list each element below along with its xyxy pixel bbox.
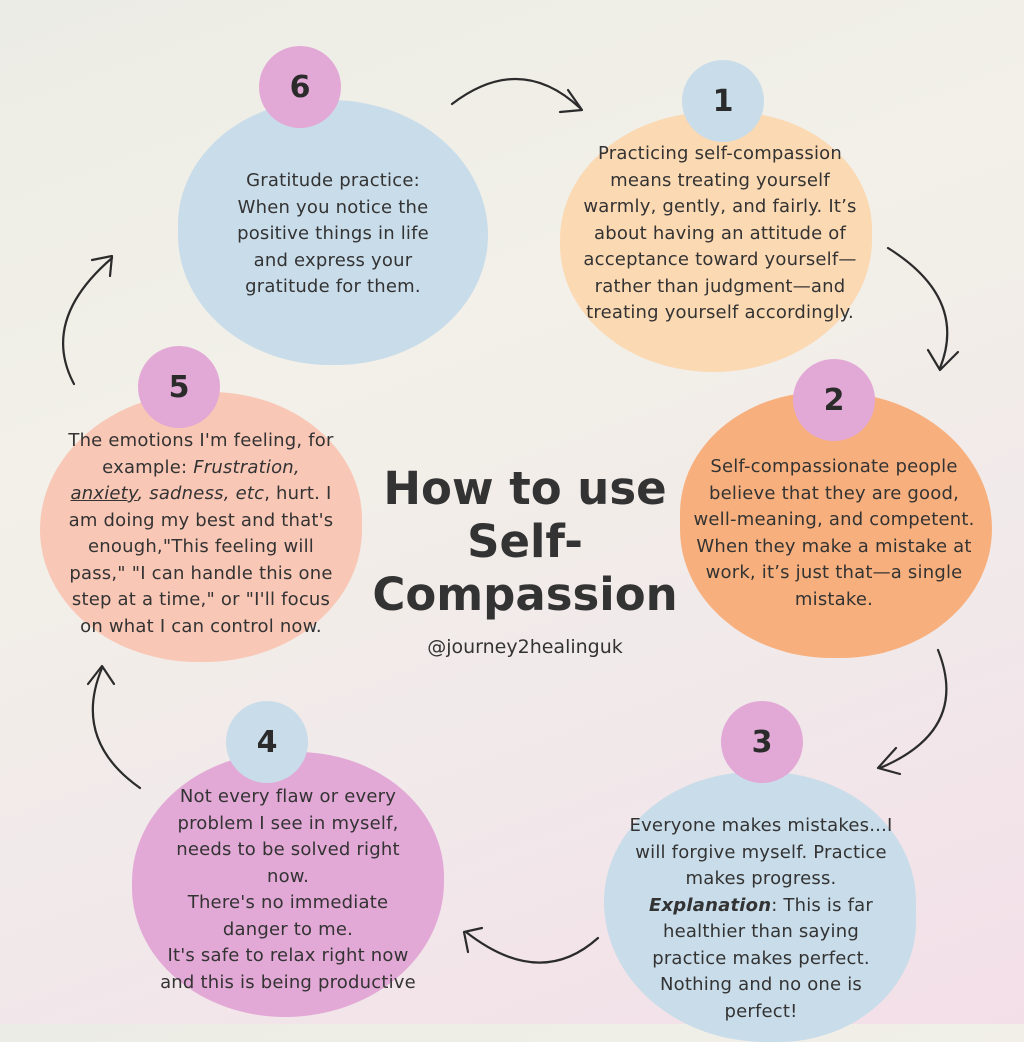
step-3-badge: 3	[721, 701, 803, 783]
step-5-bubble	[40, 392, 362, 662]
step-4-text: Not every flaw or every problem I see in…	[160, 786, 416, 993]
arrow-2-to-3	[878, 648, 948, 770]
arrow-1-to-2	[886, 246, 949, 370]
step-3-text: Everyone makes mistakes...I will forgive…	[629, 815, 893, 1022]
step-6-badge: 6	[259, 46, 341, 128]
step-1-badge: 1	[682, 60, 764, 142]
step-2-badge: 2	[793, 359, 875, 441]
author-handle: @journey2healinguk	[427, 636, 623, 658]
step-5-text: The emotions I'm feeling, for example: F…	[68, 430, 334, 637]
step-5-badge: 5	[138, 346, 220, 428]
arrow-4-to-5	[91, 666, 142, 790]
step-1-bubble	[560, 112, 872, 372]
page-title: How to use Self- Compassion	[372, 462, 678, 621]
step-4-badge: 4	[226, 701, 308, 783]
step-6-bubble	[178, 100, 488, 365]
arrow-3-to-4	[464, 930, 600, 964]
arrow-6-to-1	[450, 77, 582, 110]
step-6-text: Gratitude practice: When you notice the …	[237, 170, 429, 297]
step-3-bubble	[604, 772, 916, 1042]
step-2-text: Self-compassionate people believe that t…	[693, 456, 975, 610]
step-4-bubble	[132, 752, 444, 1017]
arrow-5-to-6	[62, 256, 114, 386]
step-1-text: Practicing self-compassion means treatin…	[583, 143, 857, 323]
explanation-label: Explanation	[649, 894, 772, 916]
